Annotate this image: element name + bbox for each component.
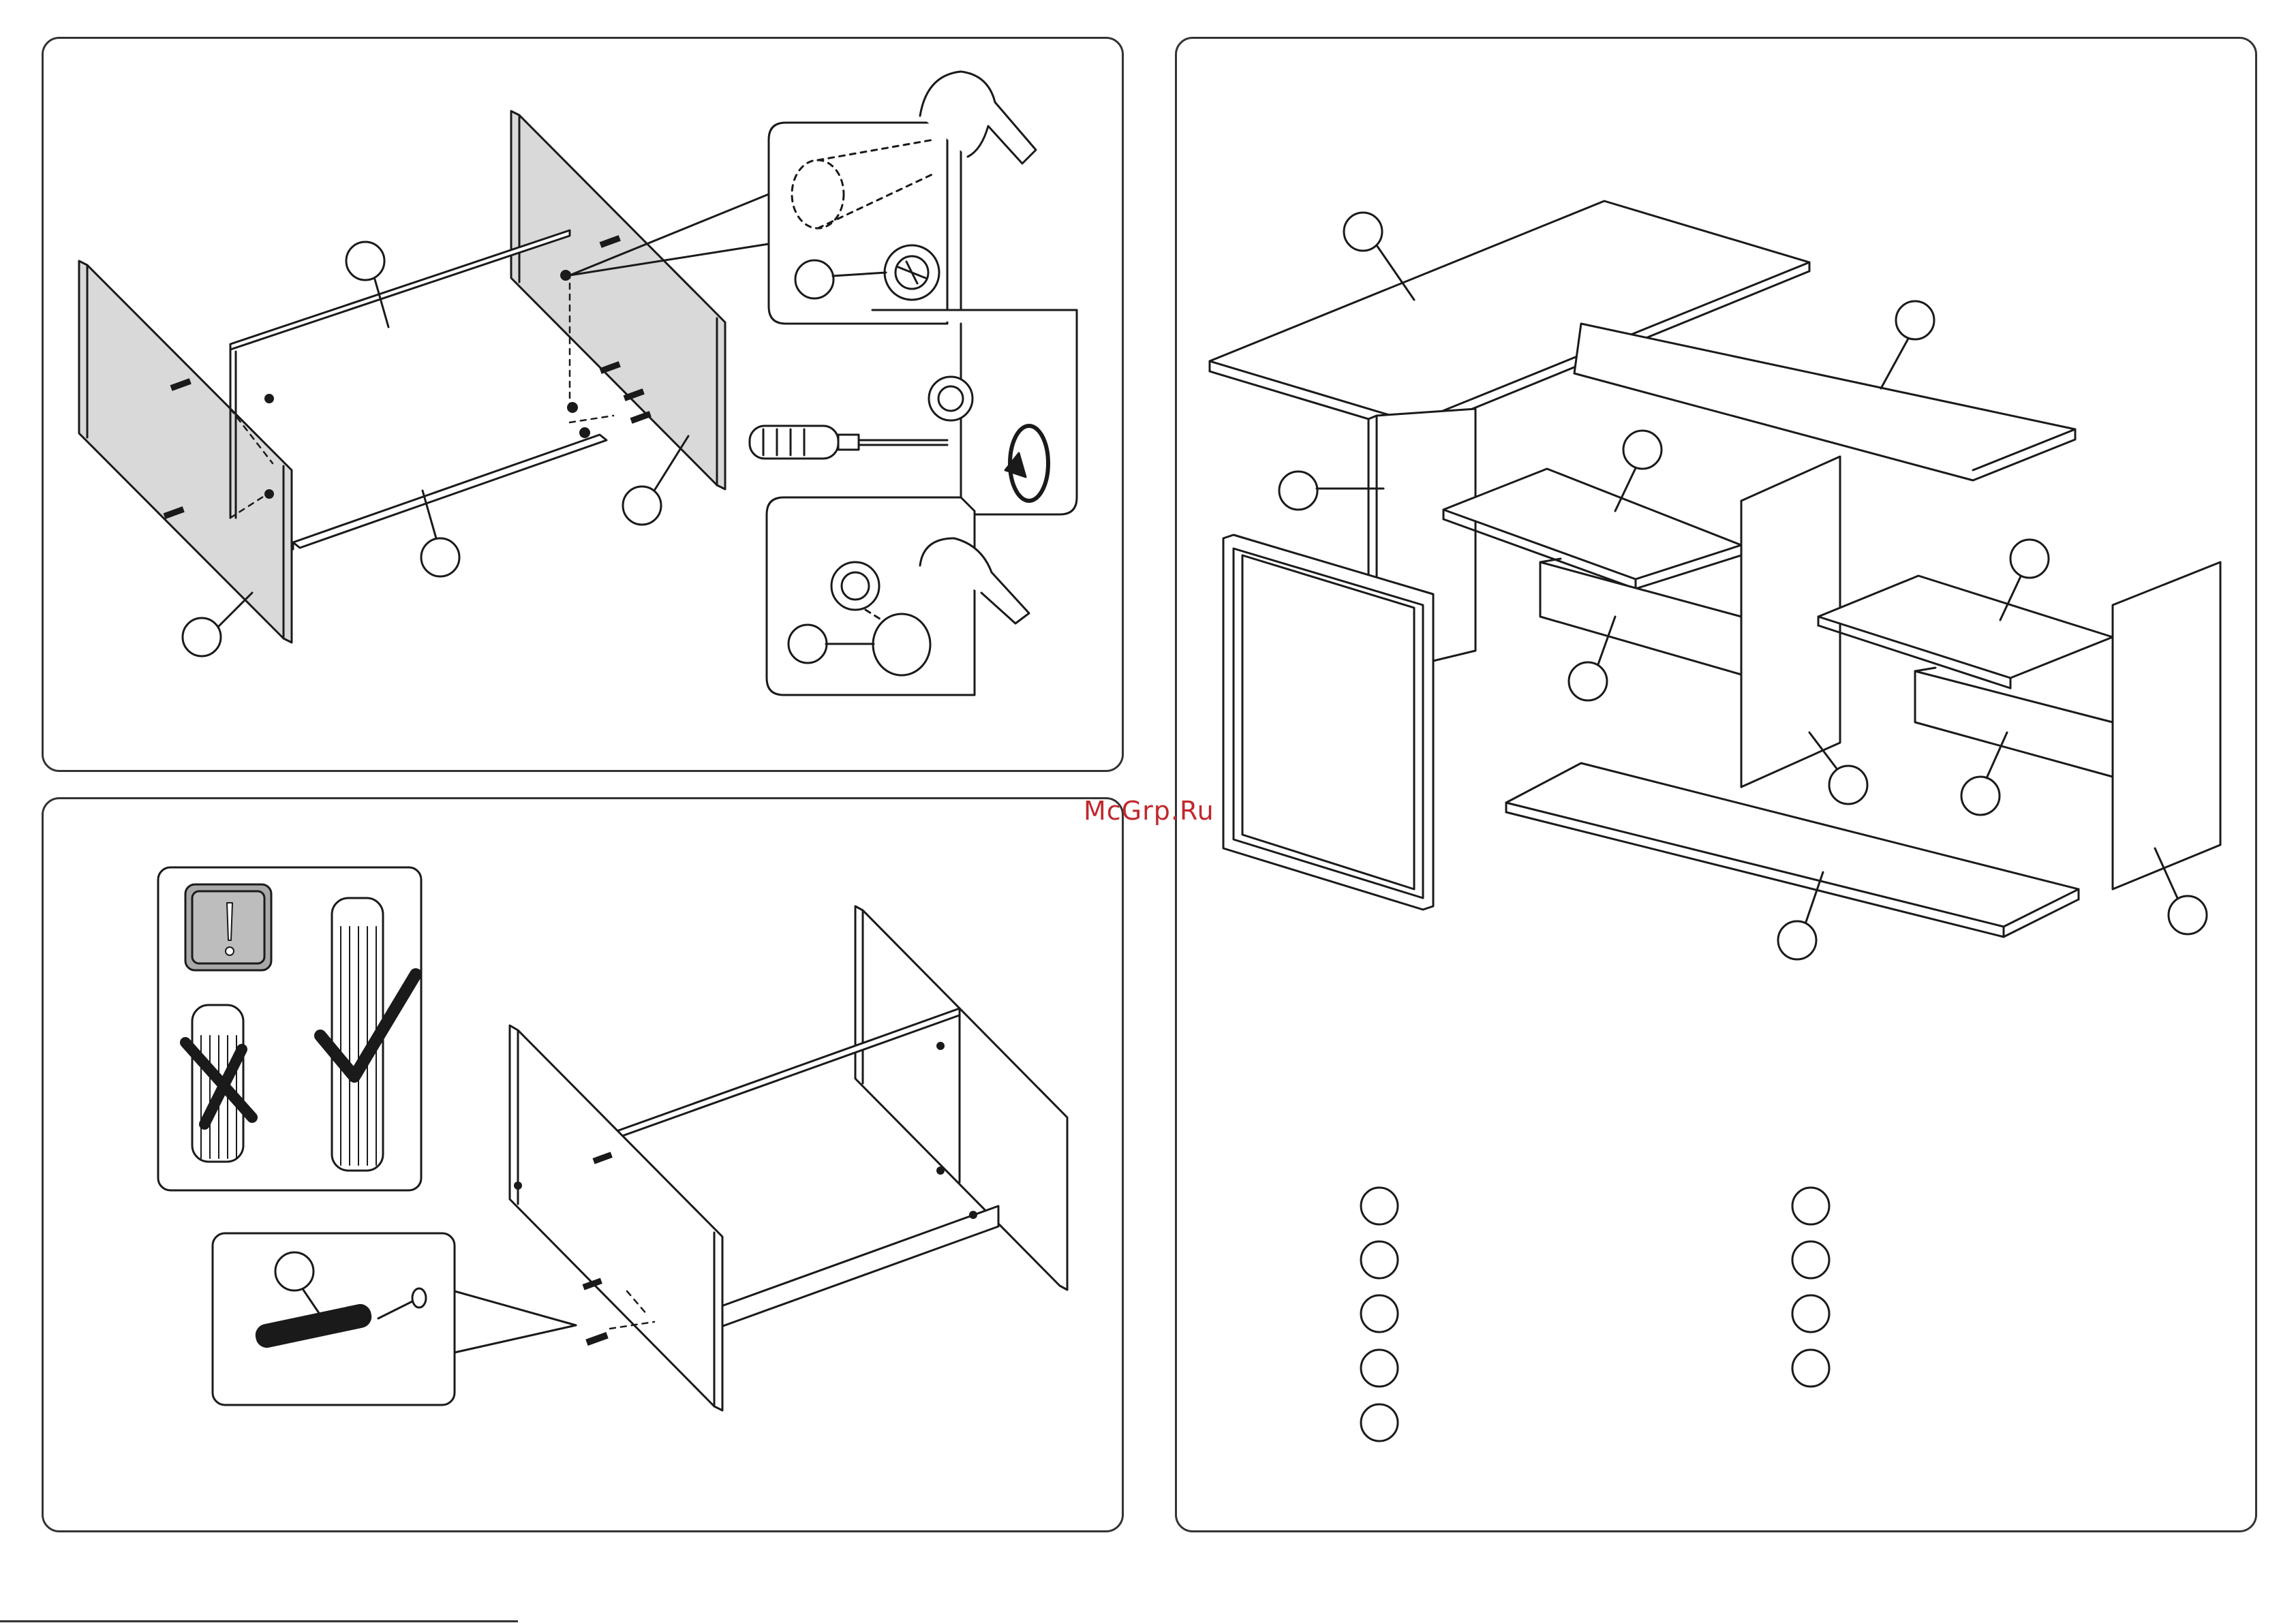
front-side-panel: [510, 1025, 722, 1410]
center-partition: [1741, 457, 1840, 787]
right-end-panel: [2113, 562, 2220, 889]
detail-screwdriver: [750, 310, 1077, 514]
legend-item-4: [1361, 1350, 1398, 1387]
exclamation-icon: [185, 884, 271, 970]
legend-item-3: [1361, 1295, 1398, 1332]
legend-item-9: [1792, 1350, 1829, 1387]
parts-legend: [1361, 1188, 1829, 1441]
legend-item-6: [1792, 1188, 1829, 1224]
back-panel: [230, 230, 570, 350]
dowel-detail-box: [213, 1233, 576, 1405]
legend-item-5: [1361, 1404, 1398, 1441]
middle-shelf: [1443, 469, 1741, 579]
drawer-rail-1: [1540, 562, 1741, 675]
legend-item-1: [1361, 1188, 1398, 1224]
bottom-rail: [716, 1206, 998, 1329]
metal-frame: [1223, 535, 1433, 910]
drawer-rail-2: [1915, 671, 2113, 777]
bottom-shelf: [293, 435, 607, 548]
screwdriver-icon: [750, 426, 947, 459]
cabinet-assembly-exploded: [79, 111, 769, 656]
detail-cover-cap: [767, 497, 1029, 695]
legend-item-7: [1792, 1241, 1829, 1278]
dowel-info-box: [158, 867, 421, 1190]
right-shelf: [1818, 576, 2113, 678]
detail-cam-lock-insert: [769, 72, 1036, 324]
legend-item-8: [1792, 1295, 1829, 1332]
legend-item-2: [1361, 1241, 1398, 1278]
footer-rule: [0, 1620, 518, 1622]
watermark-text: McGrp.Ru: [1084, 796, 1214, 826]
left-side-panel: [79, 261, 292, 643]
cabinet-frame-assembly: [510, 906, 1067, 1410]
exploded-desk-parts: [1210, 201, 2220, 959]
right-side-panel: [511, 111, 725, 489]
